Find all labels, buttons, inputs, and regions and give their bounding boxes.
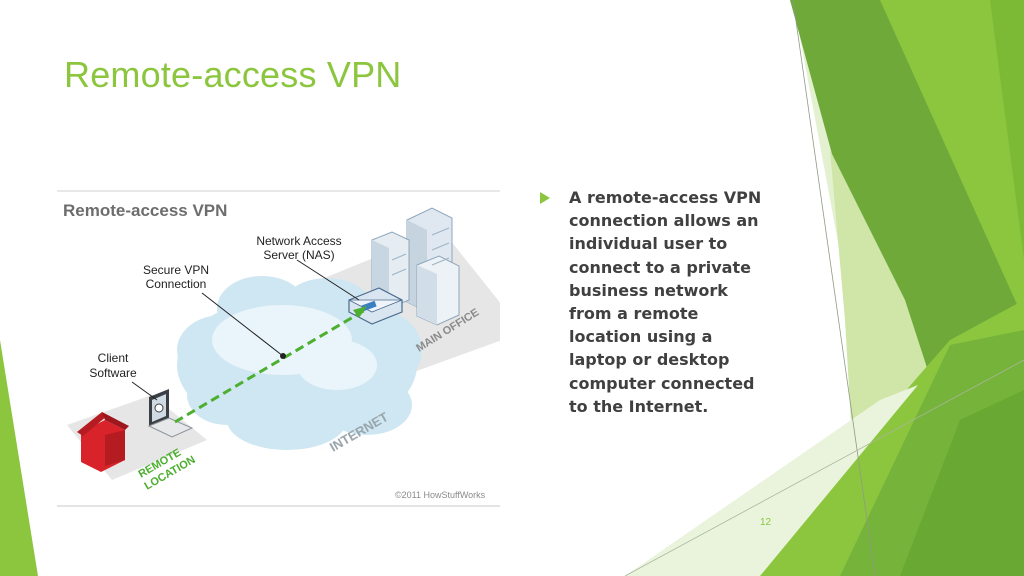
- vpn-callout-line: [201, 292, 284, 357]
- vpn-label-line1: Secure VPN: [143, 263, 209, 277]
- decor-panel-bottom-pale: [625, 385, 918, 576]
- diagram-copyright: ©2011 HowStuffWorks: [395, 490, 486, 500]
- bullet-text: A remote-access VPN connection allows an…: [569, 188, 762, 416]
- client-label-line2: Software: [89, 366, 137, 380]
- decor-panel-bottom-mid: [990, 0, 1024, 260]
- decor-left-sliver: [0, 340, 38, 576]
- decor-panel-bottom-accent: [900, 390, 1024, 576]
- vpn-label-line2: Connection: [146, 277, 207, 291]
- nas-label-line1: Network Access: [256, 234, 341, 248]
- nas-callout-line: [296, 259, 360, 301]
- decor-line-1: [792, 0, 876, 576]
- client-laptop: [147, 389, 194, 438]
- client-label-line1: Client: [98, 351, 129, 365]
- vpn-callout-dot: [280, 353, 286, 359]
- bullet-arrow-icon: [540, 192, 550, 204]
- nas-label-line2: Server (NAS): [263, 248, 334, 262]
- diagram-heading: Remote-access VPN: [63, 201, 227, 220]
- internet-cloud-highlight: [212, 305, 377, 390]
- decor-panel-mid-top: [880, 0, 1024, 320]
- slide-number: 12: [760, 517, 772, 528]
- vpn-tunnel-line: [174, 308, 366, 424]
- bullet-list: A remote-access VPN connection allows an…: [537, 186, 777, 418]
- decor-line-2: [624, 359, 1024, 576]
- slide-title: Remote-access VPN: [64, 54, 402, 95]
- remote-house: [77, 412, 129, 472]
- client-callout-line: [131, 381, 158, 401]
- nas-device: [348, 287, 403, 325]
- vpn-tunnel-arrow: [353, 306, 367, 318]
- remote-access-vpn-diagram: Remote-access VPN: [57, 190, 500, 508]
